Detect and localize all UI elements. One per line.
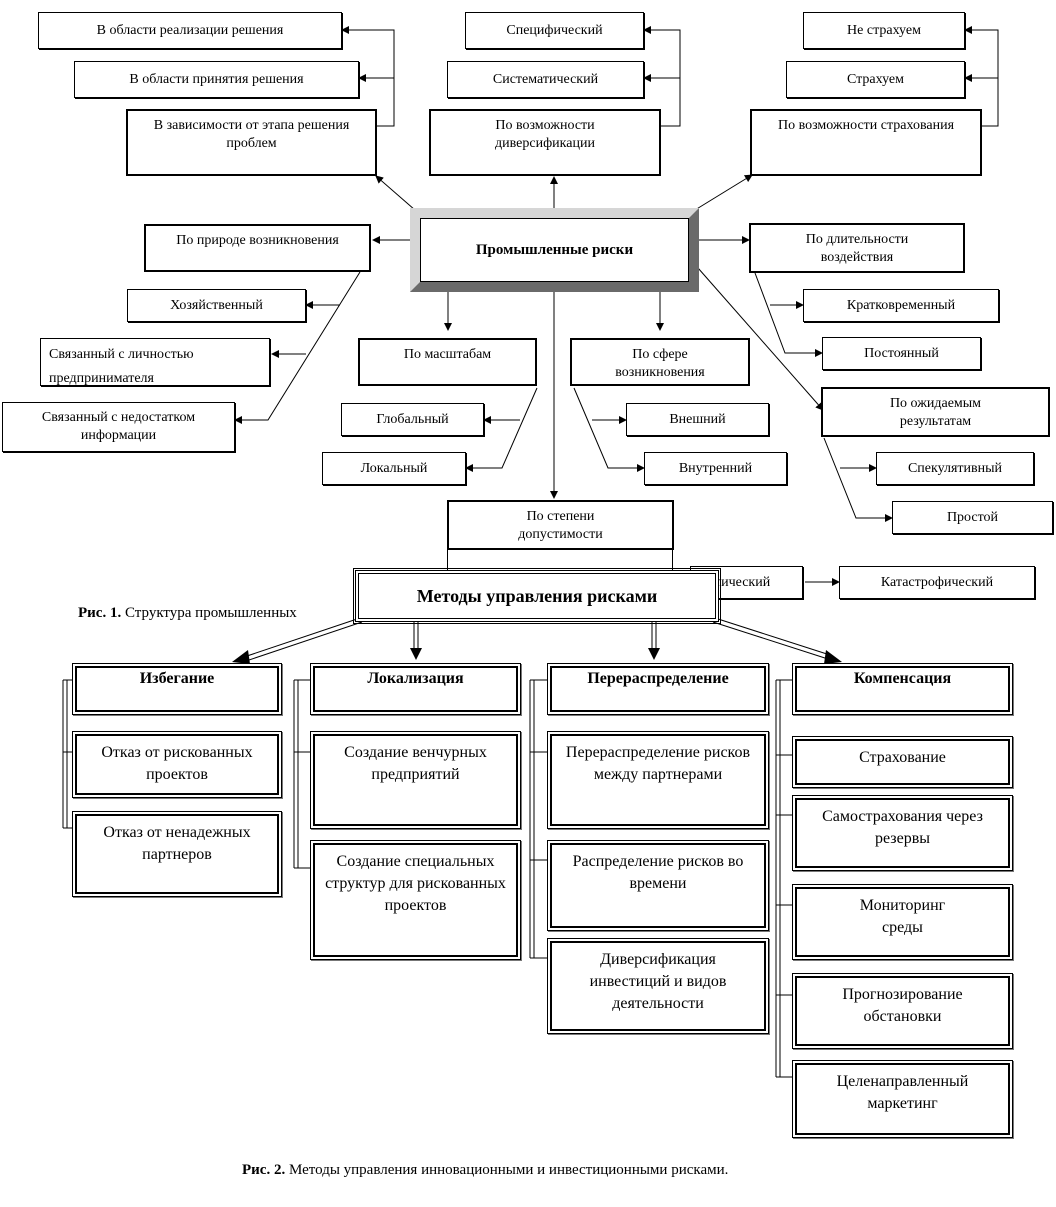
method-item: Распределение рисков во времени: [547, 840, 769, 931]
node-label: В области реализации решения: [96, 22, 284, 38]
node-label: В области принятия решения: [129, 71, 304, 87]
method-item: Самострахования через резервы: [792, 795, 1013, 871]
node-insurance-item-2: Страхуем: [786, 61, 965, 98]
methods-title-label: Методы управления рисками: [416, 585, 658, 606]
node-nature-item-3: Связанный с недостатком информации: [2, 402, 235, 452]
node-insurance-item-1: Не страхуем: [803, 12, 965, 49]
node-results: По ожидаемым результатам: [821, 387, 1050, 437]
method-head-avoidance: Избегание: [72, 663, 282, 715]
node-label: Систематический: [492, 71, 599, 87]
method-item: Прогнозирование обстановки: [792, 973, 1013, 1049]
node-label: По степени допустимости: [518, 509, 603, 542]
node-stage-item-1: В области реализации решения: [38, 12, 342, 49]
node-nature-item-2: Связанный с личностью предпринимателя: [40, 338, 270, 386]
node-stage-item-2: В области принятия решения: [74, 61, 359, 98]
node-insurance: По возможности страхования: [750, 109, 982, 176]
node-label: По ожидаемым результатам: [889, 396, 982, 429]
node-diversification-item-2: Систематический: [447, 61, 644, 98]
node-label: Страхуем: [846, 71, 904, 87]
node-label: По длительности воздействия: [805, 232, 909, 265]
node-label: По природе возникновения: [176, 233, 339, 248]
node-label: Кратковременный: [846, 297, 956, 313]
node-label: Простой: [946, 509, 999, 525]
node-duration-item-2: Постоянный: [822, 337, 981, 370]
method-item: Отказ от рискованных проектов: [72, 731, 282, 798]
node-sphere: По сфере возникновения: [570, 338, 750, 386]
node-label: По масштабам: [403, 347, 492, 362]
method-item: Страхование: [792, 736, 1013, 788]
node-label: тический: [715, 574, 771, 590]
node-label: Постоянный: [864, 345, 939, 361]
node-label: По возможности страхования: [777, 118, 955, 133]
node-label: По возможности диверсификации: [495, 118, 595, 151]
node-tolerance: По степени допустимости: [447, 500, 674, 550]
node-scale-item-2: Локальный: [322, 452, 466, 485]
node-label: Локальный: [360, 460, 428, 476]
node-nature: По природе возникновения: [144, 224, 371, 272]
node-duration-item-1: Кратковременный: [803, 289, 999, 322]
node-label: Внешний: [669, 411, 726, 427]
node-diversification: По возможности диверсификации: [429, 109, 661, 176]
methods-title: Методы управления рисками: [353, 568, 721, 624]
node-diversification-item-1: Специфический: [465, 12, 644, 49]
method-item: Создание венчурных предприятий: [310, 731, 521, 829]
center-label: Промышленные риски: [475, 241, 634, 258]
node-label: Связанный с личностью предпринимателя: [49, 347, 194, 386]
method-item: Диверсификация инвестиций и видов деятел…: [547, 938, 769, 1034]
method-head-compensation: Компенсация: [792, 663, 1013, 715]
node-label: Внутренний: [678, 460, 753, 476]
method-item: Отказ от ненадежных партнеров: [72, 811, 282, 897]
node-label: Связанный с недостатком информации: [41, 410, 196, 443]
node-label: Спекулятивный: [907, 460, 1003, 476]
node-label: По сфере возникновения: [615, 347, 705, 380]
method-item: Перераспределение рисков между партнерам…: [547, 731, 769, 829]
node-center: Промышленные риски: [410, 208, 699, 292]
figure-2-caption: Рис. 2. Методы управления инновационными…: [242, 1162, 729, 1178]
node-label: Специфический: [506, 22, 603, 38]
method-head-localization: Локализация: [310, 663, 521, 715]
node-tolerance-item-2: Катастрофический: [839, 566, 1035, 599]
node-scale-item-1: Глобальный: [341, 403, 484, 436]
node-results-item-2: Простой: [892, 501, 1053, 534]
method-item: Целенаправленный маркетинг: [792, 1060, 1013, 1138]
node-nature-item-1: Хозяйственный: [127, 289, 306, 322]
method-item: Создание специальных структур для рисков…: [310, 840, 521, 960]
node-sphere-item-2: Внутренний: [644, 452, 787, 485]
node-label: Глобальный: [376, 411, 449, 427]
node-sphere-item-1: Внешний: [626, 403, 769, 436]
figure-1-caption: Рис. 1. Структура промышленных: [78, 605, 297, 621]
method-item: Мониторинг среды: [792, 884, 1013, 960]
node-label: Катастрофический: [880, 574, 994, 590]
node-label: В зависимости от этапа решения проблем: [153, 118, 350, 151]
node-duration: По длительности воздействия: [749, 223, 965, 273]
node-label: Не страхуем: [847, 22, 921, 38]
method-head-redistribution: Перераспределение: [547, 663, 769, 715]
node-label: Хозяйственный: [170, 297, 263, 313]
node-results-item-1: Спекулятивный: [876, 452, 1034, 485]
node-scale: По масштабам: [358, 338, 537, 386]
node-stage: В зависимости от этапа решения проблем: [126, 109, 377, 176]
